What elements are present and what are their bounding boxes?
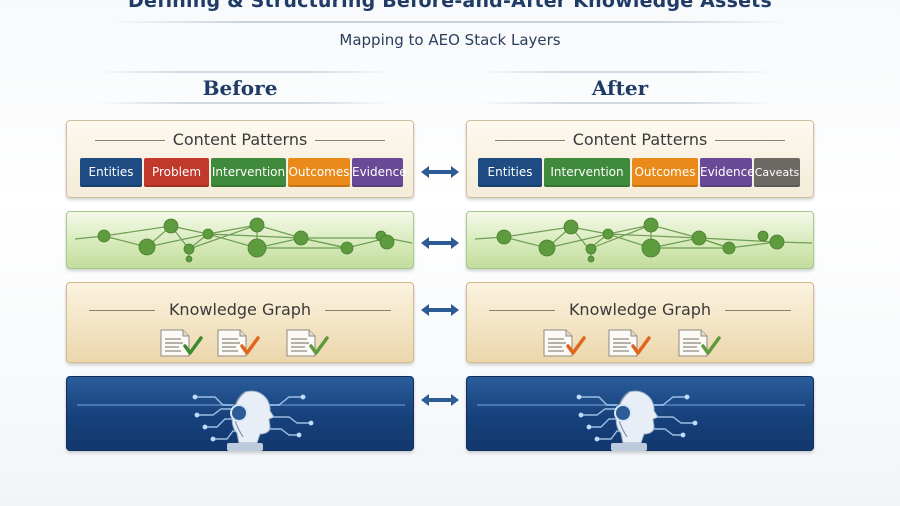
before-heading-rule xyxy=(95,71,395,73)
before-knowledge-graph-panel: Knowledge Graph xyxy=(66,282,414,363)
after-ai-panel xyxy=(466,376,814,451)
document-check-icon xyxy=(217,329,260,357)
before-knowledge-graph-label: Knowledge Graph xyxy=(67,300,413,319)
ai-head-icon xyxy=(477,390,805,451)
bidirectional-arrow-icon xyxy=(421,237,459,249)
bidirectional-arrow-icon xyxy=(421,304,459,316)
after-heading: After xyxy=(591,76,649,100)
before-ai-panel xyxy=(66,376,414,451)
page-subtitle: Mapping to AEO Stack Layers xyxy=(339,31,561,49)
before-tag-outcomes: Outcomes xyxy=(288,158,350,187)
after-tag-entities: Entities xyxy=(478,158,542,187)
after-tag-evidence: Evidence xyxy=(700,158,755,187)
before-heading-rule-bottom xyxy=(95,102,395,104)
after-heading-rule-bottom xyxy=(476,102,776,104)
before-tag-problem: Problem xyxy=(144,158,209,187)
before-network-panel xyxy=(66,211,414,269)
before-tag-intervention: Intervention xyxy=(211,158,286,187)
document-check-icon xyxy=(543,329,586,357)
document-check-icon xyxy=(608,329,651,357)
after-content-patterns-label: Content Patterns xyxy=(467,130,813,149)
after-heading-rule xyxy=(476,71,776,73)
network-graph-icon xyxy=(474,217,813,263)
before-content-patterns-label: Content Patterns xyxy=(67,130,413,149)
document-check-icon xyxy=(160,329,203,357)
network-graph-icon xyxy=(74,217,413,263)
document-check-icon xyxy=(678,329,721,357)
after-tag-caveats: Caveats xyxy=(754,158,800,187)
before-tag-row: Entities Problem Intervention Outcomes E… xyxy=(80,158,407,187)
after-tag-row: Entities Intervention Outcomes Evidence … xyxy=(478,158,800,187)
after-tag-outcomes: Outcomes xyxy=(632,158,698,187)
before-tag-entities: Entities xyxy=(80,158,142,187)
after-tag-intervention: Intervention xyxy=(544,158,630,187)
ai-head-icon xyxy=(77,390,405,451)
bidirectional-arrow-icon xyxy=(421,166,459,178)
page-title: Defining & Structuring Before-and-After … xyxy=(128,0,772,12)
before-heading: Before xyxy=(202,76,278,100)
document-check-icon xyxy=(286,329,329,357)
after-network-panel xyxy=(466,211,814,269)
bidirectional-arrow-icon xyxy=(421,394,459,406)
after-content-patterns-panel: Content Patterns Entities Intervention O… xyxy=(466,120,814,198)
before-content-patterns-panel: Content Patterns Entities Problem Interv… xyxy=(66,120,414,198)
title-divider xyxy=(110,21,790,23)
before-tag-evidence: Evidence xyxy=(352,158,407,187)
after-knowledge-graph-label: Knowledge Graph xyxy=(467,300,813,319)
after-knowledge-graph-panel: Knowledge Graph xyxy=(466,282,814,363)
